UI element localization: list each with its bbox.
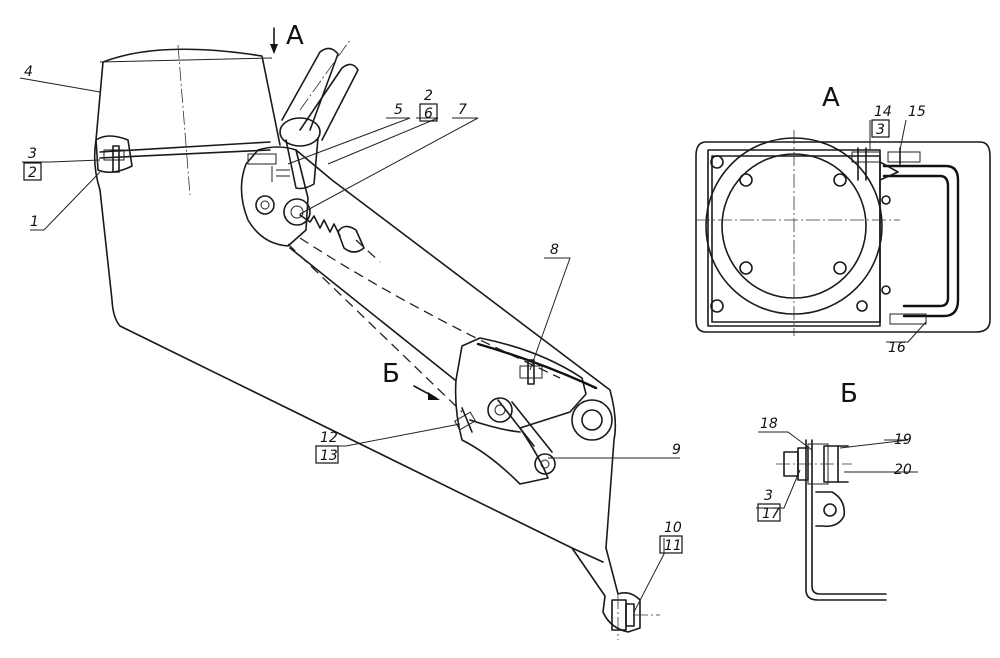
callout-11-bottom: 11 <box>664 538 682 554</box>
frame-hole <box>571 399 613 441</box>
callout-19: 19 <box>894 432 912 448</box>
callout-6-bottom: 6 <box>424 106 433 122</box>
callout-10-top: 10 <box>664 520 682 536</box>
callout-9: 9 <box>672 442 681 458</box>
callout-3-bottom-a: 3 <box>876 122 885 138</box>
callout-leaders <box>19 77 927 613</box>
callout-2-bottom: 2 <box>28 165 37 181</box>
body-upper-edge <box>295 149 617 549</box>
upper-bracket-hole <box>255 195 275 215</box>
bottom-bolt <box>611 595 660 640</box>
link-rod <box>99 141 271 159</box>
upper-bracket <box>240 146 309 247</box>
view-a: А <box>695 83 991 336</box>
view-a-title: А <box>822 83 840 113</box>
callout-8: 8 <box>550 242 559 258</box>
spring-hook <box>337 225 365 253</box>
link-arm <box>469 419 521 433</box>
callout-7: 7 <box>458 102 467 118</box>
housing-parting-line <box>99 57 273 63</box>
cable-dashed-2 <box>287 243 463 413</box>
main-assembly-view: A Б <box>93 21 660 640</box>
view-arrow-a-label: A <box>286 21 304 51</box>
left-pin <box>95 135 133 174</box>
callout-labels: 4 3 2 1 5 2 6 7 8 12 13 9 10 11 14 3 15 … <box>23 64 926 554</box>
callout-5: 5 <box>394 102 403 118</box>
view-a-flange <box>711 155 881 323</box>
view-a-section-15 <box>887 151 921 163</box>
middle-pivot-upper <box>487 397 513 423</box>
housing-centerline <box>177 44 191 196</box>
bottom-bracket <box>571 547 641 633</box>
view-b: Б <box>776 379 887 601</box>
housing-outline <box>93 48 281 327</box>
callout-18: 18 <box>760 416 778 432</box>
view-b-title: Б <box>840 379 858 409</box>
spring-coil <box>283 198 311 226</box>
callout-2-top: 2 <box>424 88 433 104</box>
view-b-bracket <box>805 439 887 601</box>
view-a-handle <box>882 164 960 318</box>
upper-bracket-section <box>247 153 277 165</box>
view-a-ring-bolts <box>739 173 847 275</box>
callout-13-bottom: 13 <box>320 448 338 464</box>
callout-20: 20 <box>894 462 912 478</box>
callout-15: 15 <box>908 104 926 120</box>
tension-spring <box>299 214 341 237</box>
callout-17-bottom: 17 <box>762 506 780 522</box>
callout-14-top: 14 <box>874 104 892 120</box>
callout-3-top-b: 3 <box>764 488 773 504</box>
callout-4: 4 <box>24 64 33 80</box>
view-arrow-b <box>413 385 440 400</box>
view-a-plate <box>695 141 991 333</box>
callout-12-top: 12 <box>320 430 338 446</box>
arm-inner-edge <box>289 247 456 381</box>
cable-dashed <box>299 237 561 379</box>
callout-1: 1 <box>30 214 39 230</box>
middle-pivot-lower <box>534 453 556 475</box>
view-a-corner-holes <box>710 155 891 313</box>
callout-3-top: 3 <box>28 146 37 162</box>
fastener-12 <box>454 407 476 433</box>
view-arrow-b-label: Б <box>382 359 400 389</box>
callout-16: 16 <box>888 340 906 356</box>
view-b-lug <box>815 491 846 528</box>
view-a-inner-plate <box>707 149 881 327</box>
hand-lever <box>279 39 359 190</box>
middle-strap <box>476 342 598 390</box>
view-arrow-a <box>270 27 278 54</box>
middle-bracket <box>454 337 587 485</box>
view-a-section-16 <box>889 313 927 325</box>
